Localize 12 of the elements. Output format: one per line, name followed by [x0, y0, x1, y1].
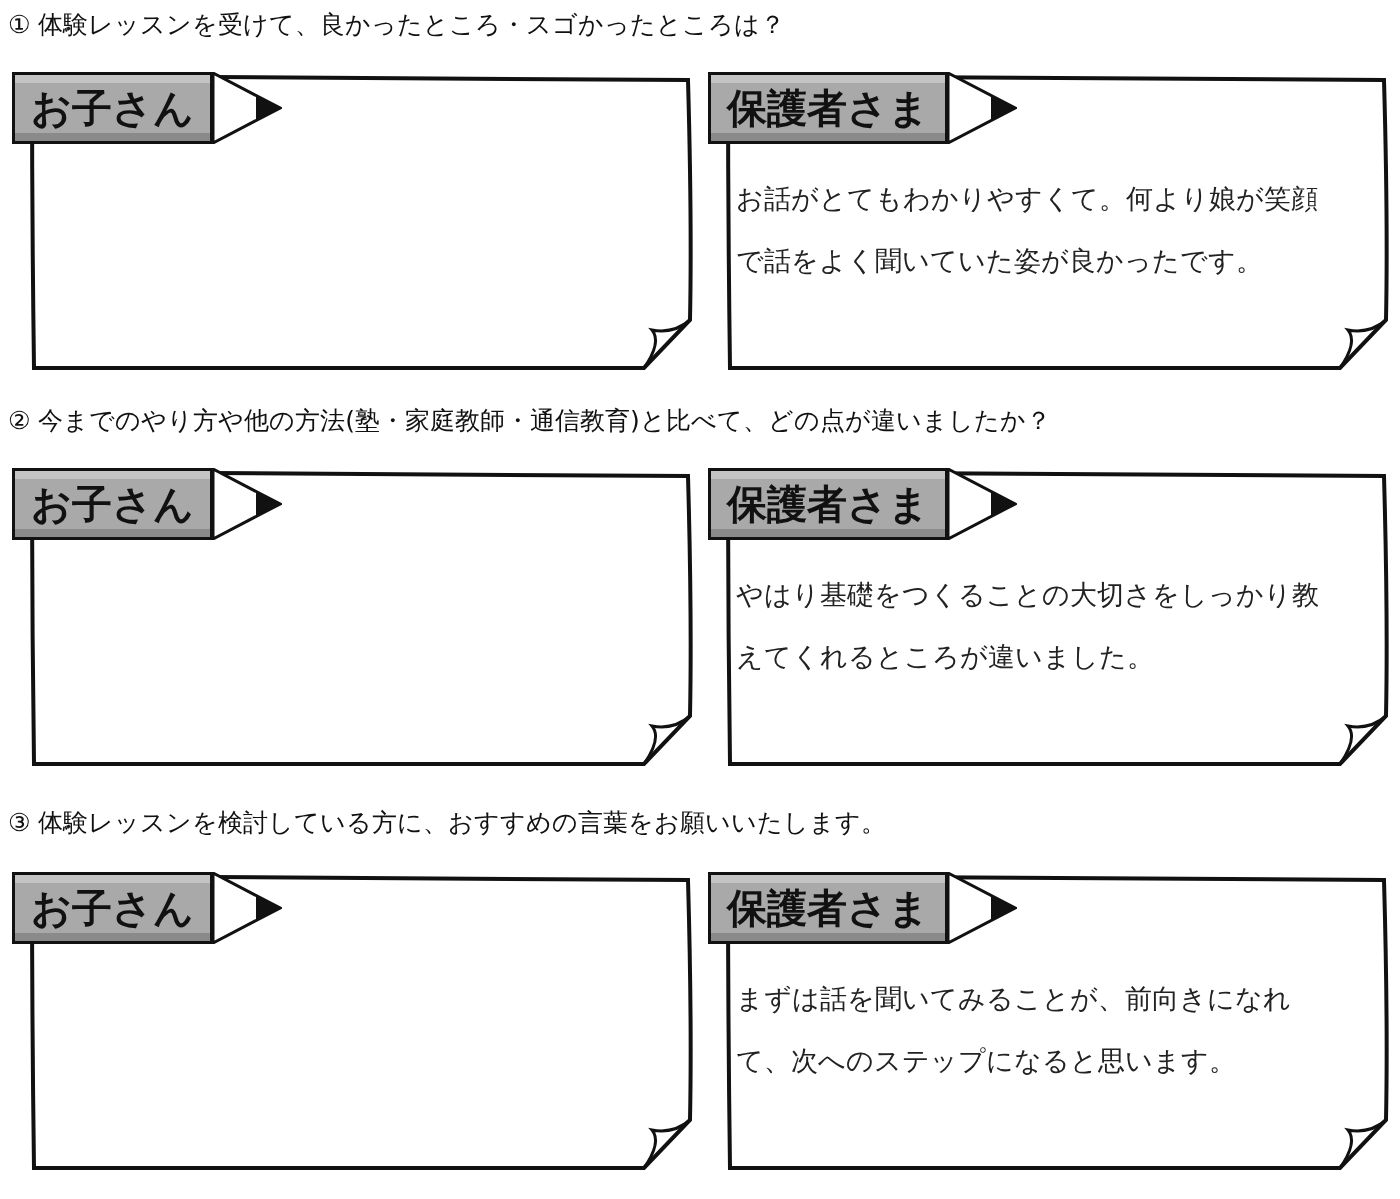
question-text: ① 体験レッスンを受けて、良かったところ・スゴかったところは？	[8, 9, 786, 41]
handwritten-answer: お話がとてもわかりやすくて。何より娘が笑顔で話をよく聞いていた姿が良かったです。	[736, 182, 1319, 278]
pencil-label: お子さん	[12, 72, 213, 144]
handwritten-answer: まずは話を聞いてみることが、前向きになれて、次へのステップになると思います。	[736, 982, 1292, 1078]
pencil-label: 保護者さま	[708, 72, 948, 144]
handwritten-answer: やはり基礎をつくることの大切さをしっかり教えてくれるところが違いました。	[736, 578, 1320, 674]
pencil-label: 保護者さま	[708, 872, 948, 944]
pencil-label: お子さん	[12, 872, 213, 944]
pencil-label: 保護者さま	[708, 468, 948, 540]
pencil-label: お子さん	[12, 468, 213, 540]
question-text: ③ 体験レッスンを検討している方に、おすすめの言葉をお願いいたします。	[8, 807, 887, 839]
question-text: ② 今までのやり方や他の方法(塾・家庭教師・通信教育)と比べて、どの点が違いましたか？	[8, 405, 1051, 437]
